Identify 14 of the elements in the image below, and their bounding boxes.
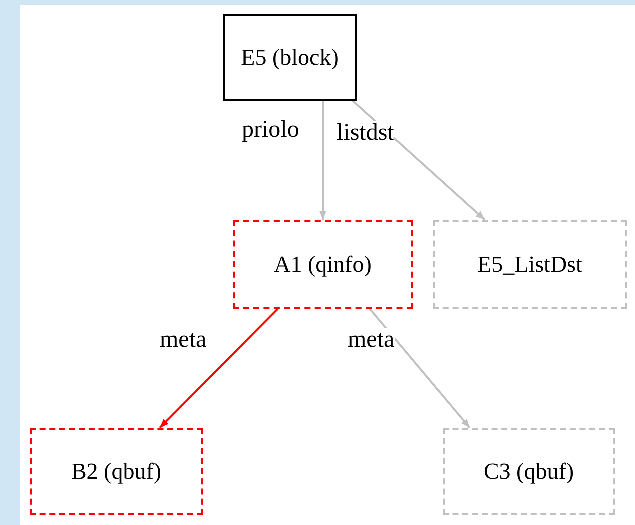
arrow [159,308,279,429]
node-box [443,428,615,515]
node-box [433,220,627,309]
node-label: E5 (block) [241,44,339,70]
node-box [223,14,357,101]
edge-label: priolo [242,118,300,142]
node-label: E5_ListDst [478,252,582,278]
node-label: C3 (qbuf) [484,458,574,484]
arrow [369,308,471,429]
arrow [319,101,327,220]
node-box [30,428,203,515]
node-label: B2 (qbuf) [71,458,162,484]
node-label: A1 (qinfo) [274,252,372,278]
node-box [233,220,413,309]
